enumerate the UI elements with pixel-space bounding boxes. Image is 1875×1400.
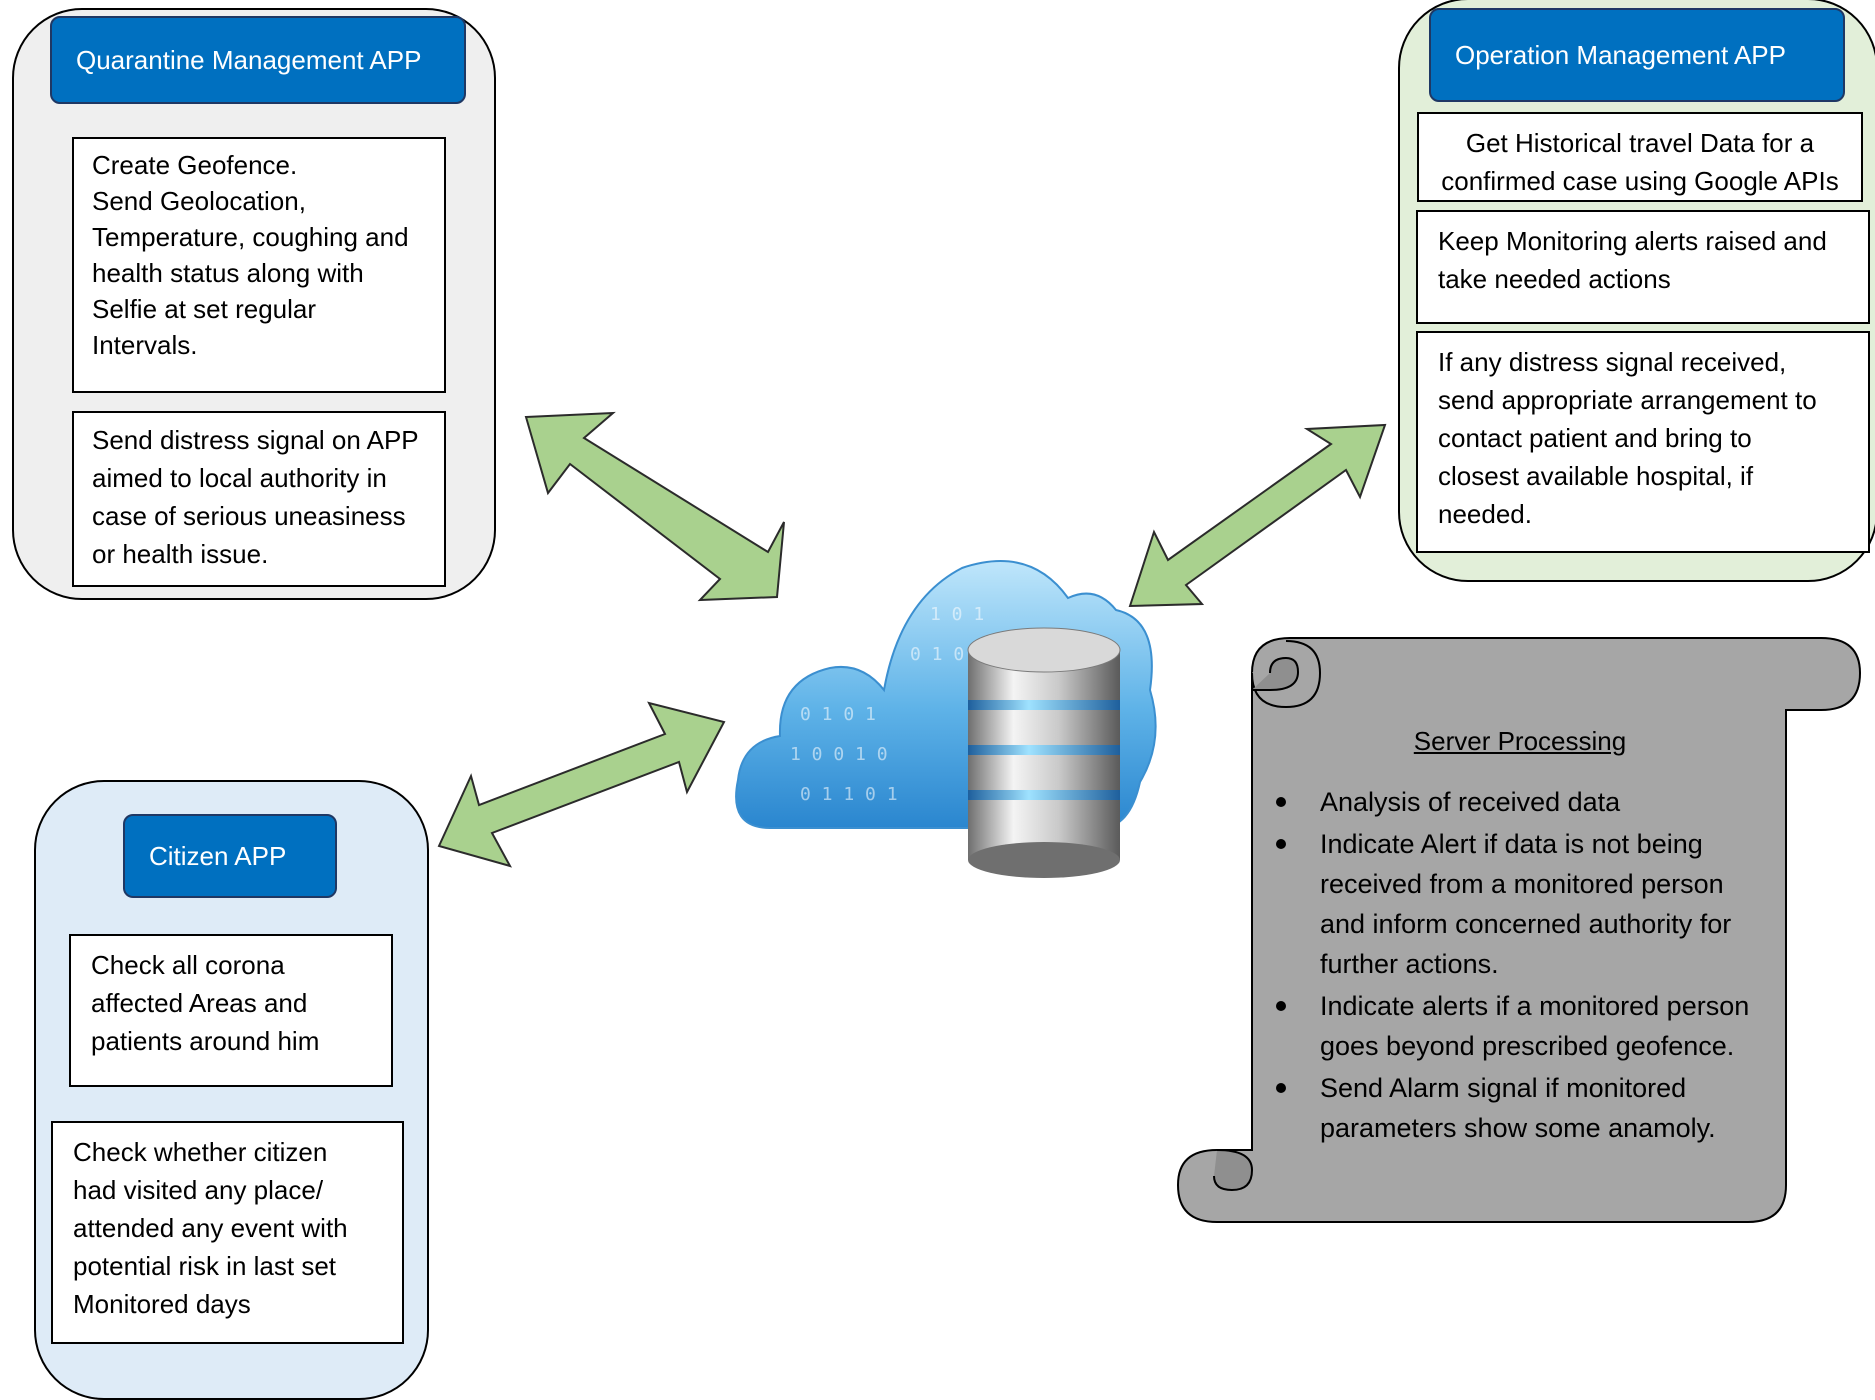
bullet-dot [1276, 839, 1286, 849]
server-processing-list: Analysis of received data Indicate Alert… [1276, 782, 1790, 1148]
citizen-box-areas: Check all corona affected Areas and pati… [69, 934, 393, 1087]
svg-text:0 1 0 1: 0 1 0 1 [910, 644, 986, 665]
operation-box-history: Get Historical travel Data for a confirm… [1417, 112, 1863, 202]
citizen-box-visits: Check whether citizen had visited any pl… [51, 1121, 404, 1344]
cloud-database-icon: 0 1 0 1 1 0 0 1 0 0 1 1 0 1 1 0 1 0 1 0 … [735, 560, 1157, 878]
svg-text:0 1 0 1: 0 1 0 1 [800, 704, 876, 725]
server-title-text: Server Processing [1413, 726, 1627, 756]
text-line: Send Geolocation, [92, 186, 306, 216]
text-line: further actions. [1320, 949, 1499, 979]
citizen-title: Citizen APP [149, 840, 287, 871]
text-line: Indicate alerts if a monitored person [1320, 991, 1750, 1021]
quarantine-title: Quarantine Management APP [76, 44, 422, 75]
citizen-header: Citizen APP [123, 814, 337, 898]
bullet-dot [1276, 1001, 1286, 1011]
bullet-dot [1276, 797, 1286, 807]
text-line: parameters show some anamoly. [1320, 1113, 1716, 1143]
operation-box-distress: If any distress signal received, send ap… [1416, 331, 1870, 553]
text-line: needed. [1438, 499, 1532, 529]
text-line: received from a monitored person [1320, 869, 1724, 899]
quarantine-box-geofence: Create Geofence. Send Geolocation, Tempe… [72, 137, 446, 393]
svg-text:1 0 1: 1 0 1 [930, 604, 984, 625]
text-line: Monitored days [73, 1289, 251, 1319]
text-line: had visited any place/ [73, 1175, 324, 1205]
text-line: Selfie at set regular [92, 294, 317, 324]
text-line: goes beyond prescribed geofence. [1320, 1031, 1735, 1061]
quarantine-box-distress: Send distress signal on APP aimed to loc… [72, 411, 446, 587]
text-line: and inform concerned authority for [1320, 909, 1732, 939]
text-line: Indicate Alert if data is not being [1320, 829, 1703, 859]
text-line: If any distress signal received, [1438, 347, 1787, 377]
text-line: send appropriate arrangement to [1438, 385, 1817, 415]
bullet-item: Indicate Alert if data is not being rece… [1276, 824, 1790, 984]
text-line: confirmed case using Google APIs [1441, 166, 1839, 196]
scroll-shape [1176, 637, 1862, 1223]
text-line: patients around him [91, 1026, 320, 1056]
bullet-item: Analysis of received data [1276, 782, 1790, 822]
text-line: health status along with [92, 258, 364, 288]
text-line: contact patient and bring to [1438, 423, 1752, 453]
text-line: Temperature, coughing and [92, 222, 409, 252]
server-processing-title: Server Processing [1330, 726, 1710, 757]
text-line: Send distress signal on APP [92, 425, 419, 455]
text-line: take needed actions [1438, 264, 1671, 294]
text-line: Intervals. [92, 330, 198, 360]
bullet-dot [1276, 1083, 1286, 1093]
svg-text:1 0 0 1 0: 1 0 0 1 0 [790, 744, 888, 765]
text-line: Get Historical travel Data for a [1465, 128, 1815, 158]
bullet-item: Indicate alerts if a monitored person go… [1276, 986, 1790, 1066]
double-arrow-icon [524, 411, 785, 602]
text-line: Create Geofence. [92, 150, 298, 180]
double-arrow-icon [437, 701, 726, 868]
operation-header: Operation Management APP [1429, 8, 1845, 102]
text-line: case of serious uneasiness [92, 501, 406, 531]
text-line: Check whether citizen [73, 1137, 328, 1167]
text-line: attended any event with [73, 1213, 348, 1243]
operation-title: Operation Management APP [1455, 39, 1786, 70]
svg-text:0 1 1 0 1: 0 1 1 0 1 [800, 784, 898, 805]
text-line: Keep Monitoring alerts raised and [1438, 226, 1827, 256]
text-line: aimed to local authority in [92, 463, 387, 493]
quarantine-header: Quarantine Management APP [50, 16, 466, 104]
text-line: Analysis of received data [1320, 787, 1621, 817]
bullet-item: Send Alarm signal if monitored parameter… [1276, 1068, 1790, 1148]
text-line: closest available hospital, if [1438, 461, 1754, 491]
text-line: potential risk in last set [73, 1251, 337, 1281]
text-line: Send Alarm signal if monitored [1320, 1073, 1687, 1103]
text-line: or health issue. [92, 539, 269, 569]
text-line: Check all corona [91, 950, 285, 980]
text-line: affected Areas and [91, 988, 308, 1018]
operation-box-monitoring: Keep Monitoring alerts raised and take n… [1416, 210, 1870, 324]
double-arrow-icon [1128, 423, 1387, 608]
